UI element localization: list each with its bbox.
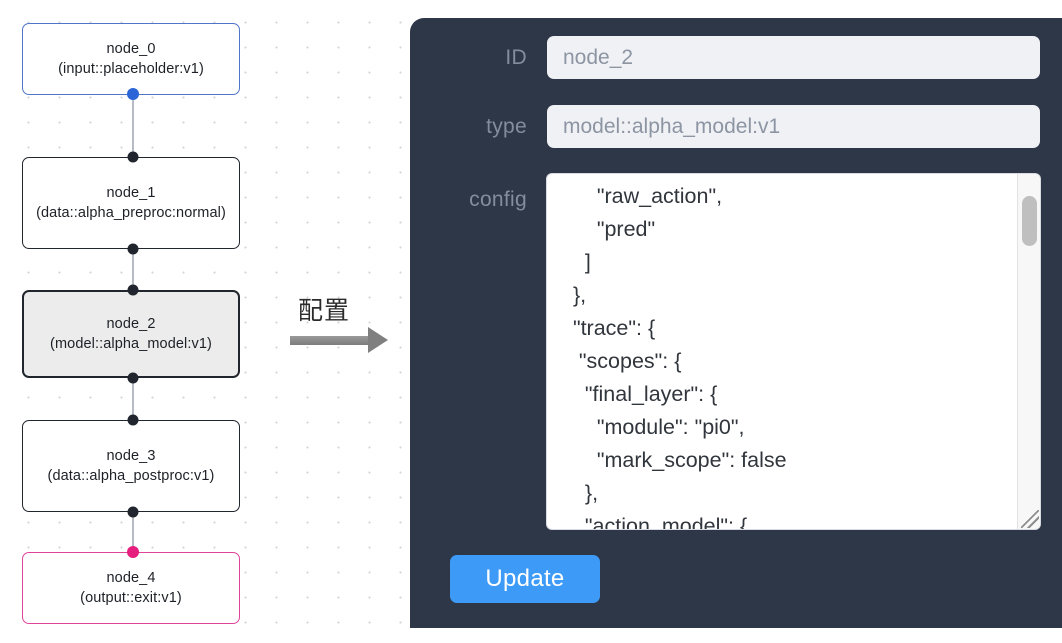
graph-node-node_2[interactable]: node_2 (model::alpha_model:v1) (22, 290, 240, 378)
port-node_4-in[interactable] (127, 546, 139, 558)
configure-annotation: 配置 (288, 296, 398, 360)
type-field-label: type (486, 114, 527, 138)
node-label: node_4 (output::exit:v1) (80, 570, 182, 606)
node-label: node_3 (data::alpha_postproc:v1) (47, 448, 215, 484)
graph-node-node_3[interactable]: node_3 (data::alpha_postproc:v1) (22, 420, 240, 512)
node-inspector-panel: ID type config Update (410, 18, 1062, 628)
arrow-head-icon (368, 327, 388, 353)
edge-node1-node2 (132, 245, 134, 294)
graph-node-node_0[interactable]: node_0 (input::placeholder:v1) (22, 23, 240, 95)
config-scrollbar[interactable] (1017, 174, 1040, 529)
edge-node2-node3 (132, 374, 134, 424)
id-field-label: ID (505, 45, 527, 69)
port-node_1-out[interactable] (127, 243, 139, 255)
config-field-row: config (432, 174, 1040, 529)
graph-node-node_1[interactable]: node_1 (data::alpha_preproc:normal) (22, 157, 240, 249)
configure-label: 配置 (298, 296, 351, 325)
type-field-row: type (432, 105, 1040, 148)
edge-node0-node1 (132, 90, 134, 160)
id-input[interactable] (547, 36, 1040, 79)
port-node_2-out[interactable] (127, 372, 139, 384)
port-node_3-out[interactable] (127, 506, 139, 518)
port-node_3-in[interactable] (127, 414, 139, 426)
port-node_2-in[interactable] (127, 284, 139, 296)
node-label: node_0 (input::placeholder:v1) (58, 41, 204, 77)
id-field-row: ID (432, 36, 1040, 79)
port-node_1-in[interactable] (127, 151, 139, 163)
config-scrollbar-thumb[interactable] (1022, 196, 1037, 246)
type-input[interactable] (547, 105, 1040, 148)
node-label: node_2 (model::alpha_model:v1) (50, 316, 212, 352)
arrow-right-icon (290, 336, 370, 345)
config-textarea-wrapper (547, 174, 1040, 529)
config-textarea[interactable] (547, 174, 1040, 529)
config-field-label: config (469, 188, 527, 211)
edge-node3-node4 (132, 508, 134, 554)
port-node_0-out[interactable] (127, 88, 139, 100)
update-button[interactable]: Update (450, 555, 600, 603)
node-label: node_1 (data::alpha_preproc:normal) (36, 185, 226, 221)
graph-node-node_4[interactable]: node_4 (output::exit:v1) (22, 552, 240, 624)
